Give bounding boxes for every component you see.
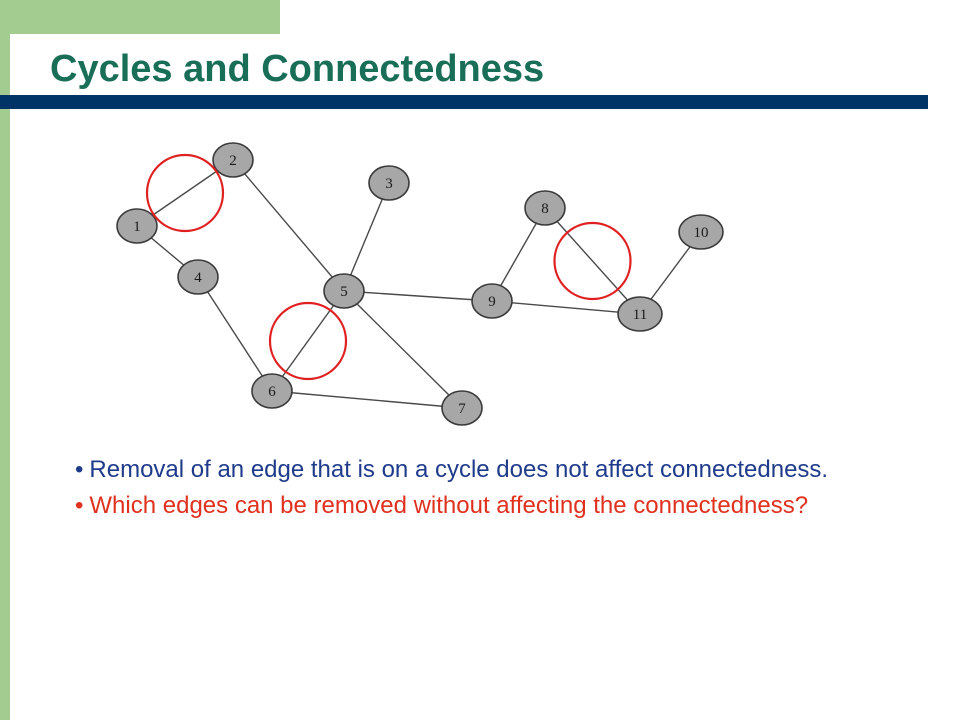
bullet-text-1: Removal of an edge that is on a cycle do… [89, 456, 829, 483]
bullet-dot: • [75, 456, 84, 483]
node-circle [251, 373, 293, 409]
cycle-markers-layer [145, 153, 632, 381]
bullet-list: •Removal of an edge that is on a cycle d… [75, 452, 895, 524]
edge-5-6 [271, 290, 345, 392]
node-1: 1 [116, 208, 158, 244]
edge-5-9 [343, 290, 493, 302]
edge-8-11 [544, 207, 641, 315]
edge-5-7 [343, 290, 463, 409]
bullet-item-2: •Which edges can be removed without affe… [75, 488, 895, 524]
edge-2-5 [232, 159, 345, 292]
cycle-marker-8-11 [553, 221, 632, 301]
node-5: 5 [323, 273, 365, 309]
node-circle [323, 273, 365, 309]
node-circle [368, 165, 410, 201]
bullet-dot: • [75, 492, 84, 519]
edge-3-5 [343, 182, 390, 292]
node-label: 11 [633, 307, 647, 323]
title-underline [0, 95, 928, 109]
cycle-marker-5-6 [268, 301, 348, 381]
node-2: 2 [212, 142, 254, 178]
node-label: 5 [340, 284, 348, 300]
cycle-marker-1-2 [145, 153, 225, 233]
node-label: 7 [458, 401, 466, 417]
node-circle [116, 208, 158, 244]
node-label: 9 [488, 294, 496, 310]
node-3: 3 [368, 165, 410, 201]
node-6: 6 [251, 373, 293, 409]
node-circle [524, 190, 566, 226]
node-7: 7 [441, 390, 483, 426]
node-circle [177, 259, 219, 295]
node-8: 8 [524, 190, 566, 226]
nodes-layer: 1 2 3 4 5 6 7 8 9 10 11 [116, 142, 724, 426]
edge-9-11 [491, 300, 641, 315]
edge-4-6 [197, 276, 273, 392]
frame-left-band [0, 0, 10, 720]
node-label: 1 [133, 219, 141, 235]
node-circle [617, 296, 663, 332]
node-label: 10 [694, 225, 709, 241]
edge-6-7 [271, 390, 463, 409]
node-10: 10 [678, 214, 724, 250]
frame-top-band [0, 0, 280, 34]
node-label: 6 [268, 384, 276, 400]
bullet-item-1: •Removal of an edge that is on a cycle d… [75, 452, 895, 488]
node-circle [441, 390, 483, 426]
node-circle [678, 214, 724, 250]
node-label: 2 [229, 153, 237, 169]
node-circle [212, 142, 254, 178]
bullet-text-2: Which edges can be removed without affec… [89, 492, 809, 519]
edges-layer [136, 159, 702, 409]
node-11: 11 [617, 296, 663, 332]
node-label: 4 [194, 270, 202, 286]
node-circle [471, 283, 513, 319]
slide-title: Cycles and Connectedness [50, 48, 545, 90]
node-9: 9 [471, 283, 513, 319]
node-4: 4 [177, 259, 219, 295]
node-label: 8 [541, 201, 549, 217]
node-label: 3 [385, 176, 393, 192]
